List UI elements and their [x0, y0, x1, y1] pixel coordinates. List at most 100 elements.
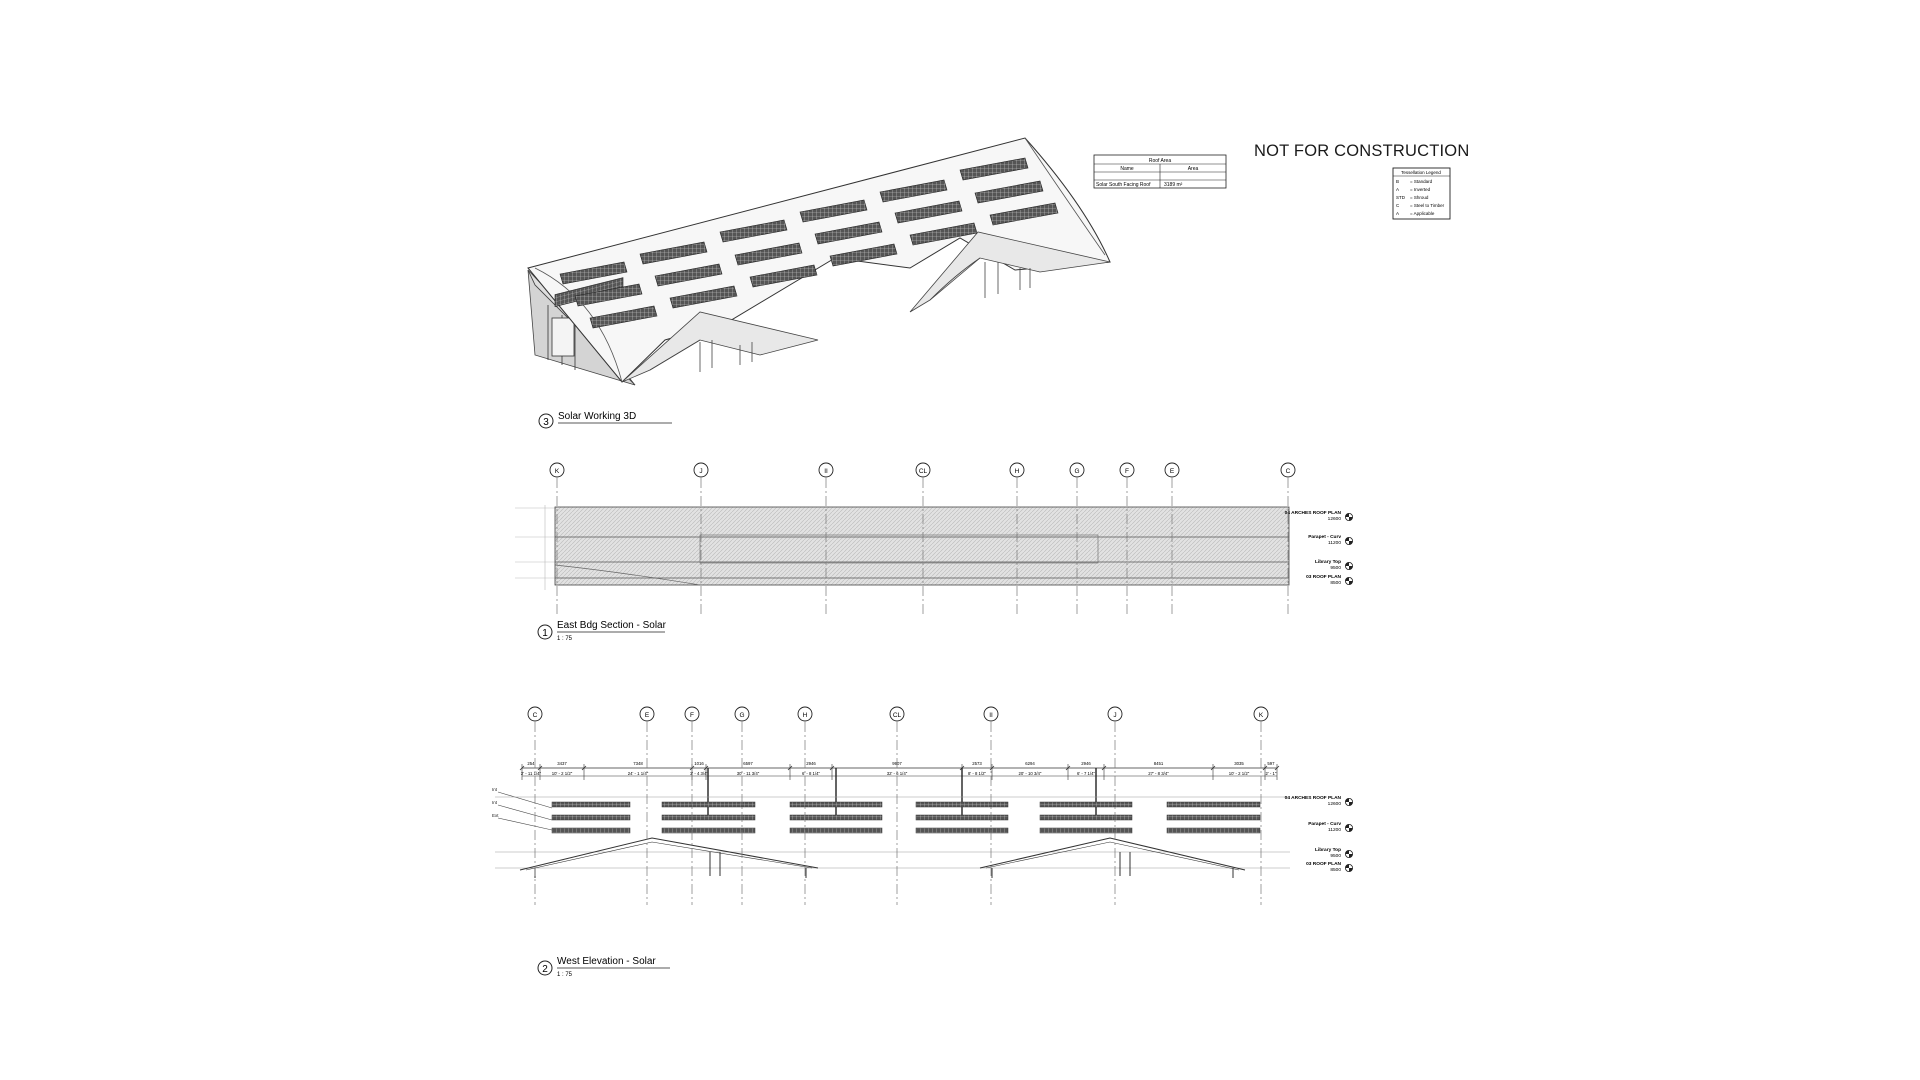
west-grid-label: K — [1259, 712, 1264, 719]
legend-mark-1: A — [1396, 187, 1399, 192]
dim-top-label: 7348 — [633, 761, 643, 766]
view2-title: West Elevation - Solar — [557, 956, 656, 967]
west-grid-label: E — [645, 712, 650, 719]
west-grid-bubble — [983, 706, 999, 722]
panel-strip — [915, 814, 1009, 821]
dim-bottom-label: 10' - 2 1/2" — [1229, 771, 1250, 776]
west-level-name: Parapet - Curv — [1308, 821, 1341, 827]
legend-mark-4: A — [1396, 211, 1399, 216]
east-grid-bubble — [549, 462, 565, 478]
not-for-construction-stamp: NOT FOR CONSTRUCTION — [1254, 142, 1470, 160]
east-level-name: 04 ARCHES ROOF PLAN — [1285, 510, 1342, 516]
view2-number-bubble — [537, 960, 553, 976]
dim-top-label: 8451 — [1154, 761, 1164, 766]
east-grid-bubble — [1280, 462, 1296, 478]
dim-bottom-label: 32' - 6 1/4" — [887, 771, 908, 776]
west-level-value: 12600 — [1328, 801, 1342, 807]
west-level-name: 04 ARCHES ROOF PLAN — [1285, 795, 1342, 801]
legend-mark-3: C — [1396, 203, 1400, 208]
dim-top-label: 3437 — [557, 761, 567, 766]
west-level-value: 9500 — [1330, 853, 1341, 859]
dim-bottom-label: 20' - 10 3/4" — [1019, 771, 1042, 776]
east-grid-label: CL — [919, 468, 928, 475]
panel-strip — [661, 814, 756, 821]
panel-strip — [551, 814, 631, 821]
west-grid-bubble — [1253, 706, 1269, 722]
east-level-name: Parapet - Curv — [1308, 534, 1341, 540]
view1-title: East Bdg Section - Solar — [557, 620, 667, 631]
view1-number: 1 — [542, 628, 548, 639]
view1-scale: 1 : 75 — [557, 636, 573, 642]
dim-top-label: 2946 — [806, 761, 816, 766]
east-grid-bubble — [1119, 462, 1135, 478]
east-grid-bubble — [1164, 462, 1180, 478]
panel-strip — [1166, 801, 1261, 808]
east-grid-bubble — [915, 462, 931, 478]
east-level-value: 9500 — [1330, 565, 1341, 571]
east-grid-label: E — [1170, 468, 1175, 475]
west-grid-label: J — [1113, 712, 1116, 719]
legend-mark-2: STD — [1396, 195, 1406, 200]
west-grid-bubble — [1107, 706, 1123, 722]
east-level-name: 03 ROOF PLAN — [1306, 574, 1341, 580]
panel-strip — [1039, 801, 1133, 808]
east-grid-bubble — [693, 462, 709, 478]
east-grid-label: J — [699, 468, 702, 475]
side-tag-1: Int — [492, 800, 498, 805]
dim-top-label: 1016 — [694, 761, 704, 766]
legend-mark-0: B — [1396, 179, 1399, 184]
schedule-header-name: Name — [1120, 166, 1134, 172]
panel-strip — [915, 801, 1009, 808]
west-grid-bubble — [527, 706, 543, 722]
gable-columns — [699, 262, 1031, 372]
legend-text-3: = Steel to Timber — [1410, 203, 1445, 208]
west-grid-bubble — [734, 706, 750, 722]
panel-strip — [661, 801, 756, 808]
west-grid-bubble — [889, 706, 905, 722]
elevation-solar-panels — [551, 801, 1261, 834]
legend-text-0: = Standard — [1410, 179, 1433, 184]
east-grid-label: C — [1286, 468, 1291, 475]
panel-strip — [551, 801, 631, 808]
east-grid-bubble — [1009, 462, 1025, 478]
dim-top-label: 2946 — [1081, 761, 1091, 766]
east-level-value: 12600 — [1328, 516, 1342, 522]
west-grid-bubble — [639, 706, 655, 722]
panel-strip — [789, 827, 883, 834]
west-grid-bubble — [797, 706, 813, 722]
west-grid-label: II — [989, 712, 993, 719]
panel-strip — [551, 827, 631, 834]
west-grid-label: C — [533, 712, 538, 719]
panel-strip — [661, 827, 756, 834]
roof-solar-panels-array — [559, 157, 1059, 329]
west-grid-label: F — [690, 712, 694, 719]
east-grid-label: F — [1125, 468, 1129, 475]
side-tag-2: Ext — [492, 813, 499, 818]
east-grid-label: G — [1074, 468, 1079, 475]
east-grid-label: K — [555, 468, 560, 475]
dim-top-label: 6294 — [1025, 761, 1035, 766]
view1-number-bubble — [537, 624, 553, 640]
east-level-value: 8500 — [1330, 580, 1341, 586]
west-grid-label: H — [803, 712, 808, 719]
view3-title: Solar Working 3D — [558, 411, 636, 422]
schedule-header-area: Area — [1188, 166, 1199, 172]
dim-bottom-label: 8' - 8 1/2" — [968, 771, 987, 776]
legend-text-2: = Shroud — [1410, 195, 1429, 200]
panel-strip — [1039, 814, 1133, 821]
dim-bottom-label: 27' - 8 3/4" — [1148, 771, 1169, 776]
dim-top-label: 6597 — [743, 761, 753, 766]
dim-bottom-label: 3' - 4 3/4" — [690, 771, 709, 776]
